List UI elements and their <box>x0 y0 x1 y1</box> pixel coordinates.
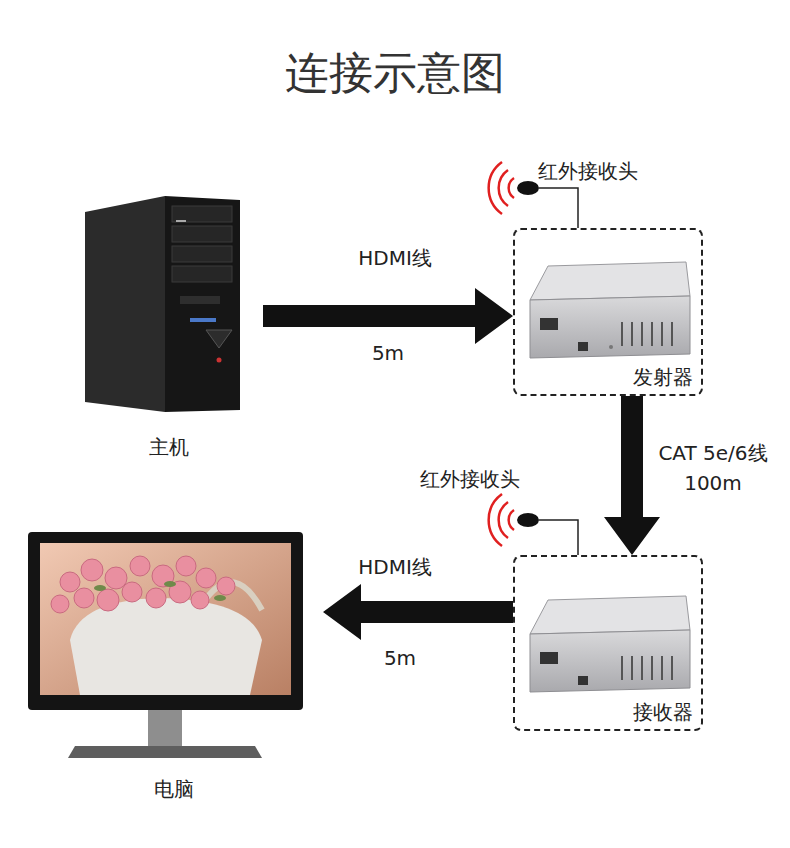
computer-tower <box>85 196 240 412</box>
node-label: 接收器 <box>633 699 693 725</box>
receiver-device <box>530 596 690 692</box>
node-label: 电脑 <box>25 776 323 802</box>
part-label: 红外接收头 <box>538 158 638 184</box>
block-arrow <box>263 288 513 344</box>
ir-receiver <box>489 494 578 555</box>
transmitter-device <box>530 262 690 358</box>
part-label: 5m <box>384 645 416 671</box>
edge-label: HDMI线 <box>358 554 432 580</box>
edge-label: CAT 5e/6线 100m <box>650 438 776 498</box>
edge-label: HDMI线 <box>358 245 432 271</box>
part-label: 红外接收头 <box>420 466 520 492</box>
title: 连接示意图 <box>0 46 790 100</box>
node-label: 发射器 <box>633 364 693 390</box>
device-box: 接收器 <box>513 555 703 731</box>
device-figure: 主机 <box>75 195 263 460</box>
device-box: 发射器 <box>513 228 703 396</box>
part-label: 5m <box>372 340 404 366</box>
monitor <box>28 532 303 758</box>
block-arrow <box>323 584 513 640</box>
node-label: 主机 <box>75 434 263 460</box>
device-figure: 电脑 <box>25 530 323 802</box>
